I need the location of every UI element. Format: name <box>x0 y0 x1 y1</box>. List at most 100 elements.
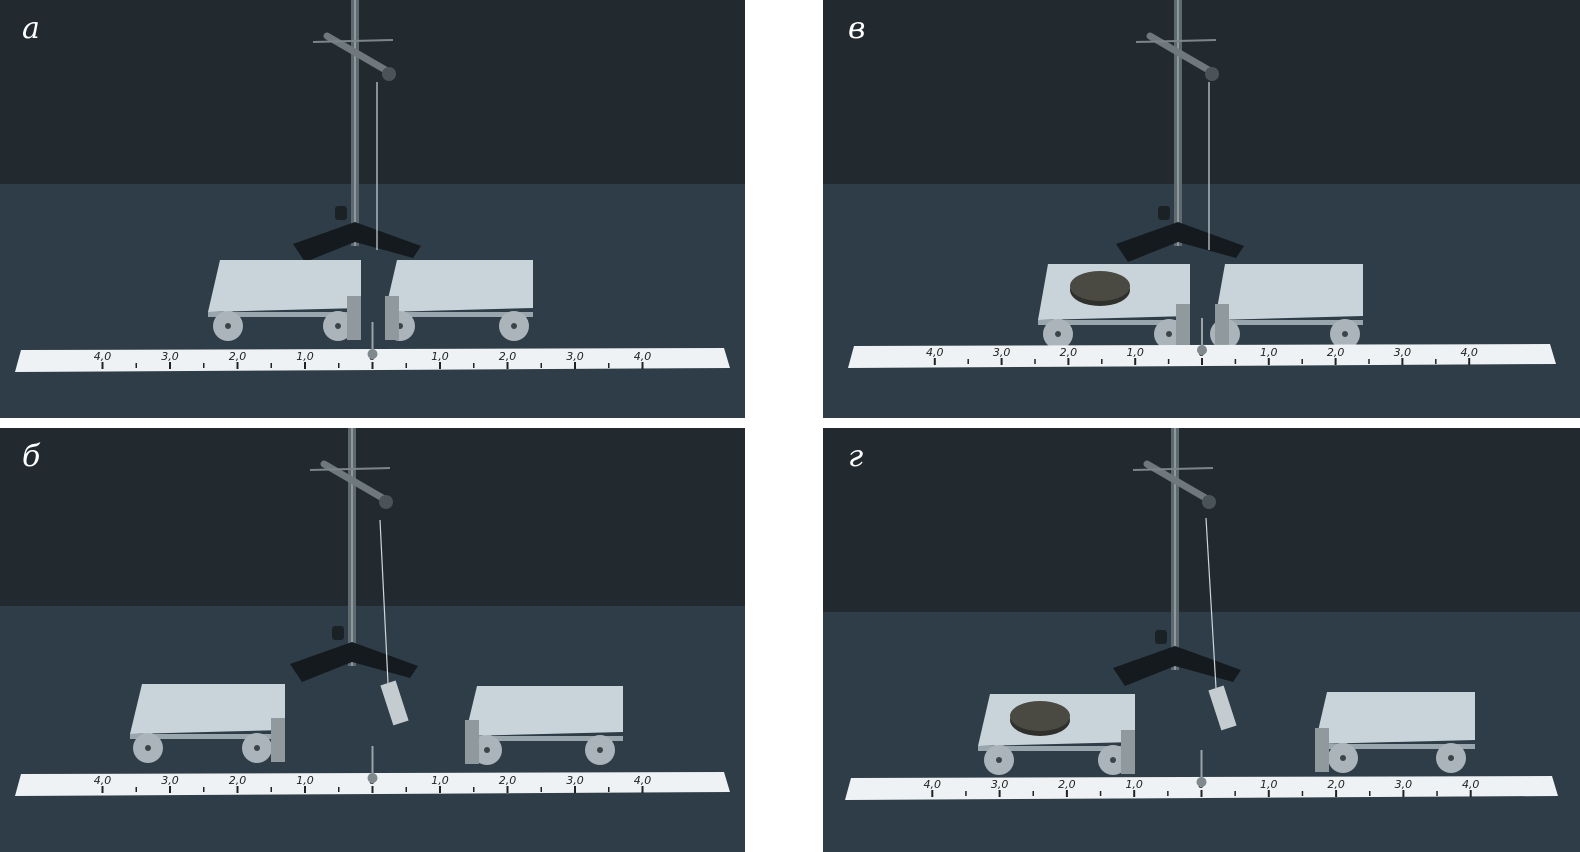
ruler-label-left: 4,0 <box>94 350 112 363</box>
ruler-bar <box>15 772 730 796</box>
ruler-label-right: 1,0 <box>431 350 449 363</box>
wheel-hub <box>225 323 231 329</box>
ruler-label-right: 4,0 <box>1460 346 1478 359</box>
cart-spring-bumper <box>347 296 361 340</box>
stand-base <box>1113 646 1241 686</box>
ruler-label-left: 1,0 <box>1125 778 1143 791</box>
stand-pole-highlight <box>1177 0 1179 246</box>
ruler-label-left: 2,0 <box>1058 778 1076 791</box>
stand-base <box>290 642 418 682</box>
stand-screw <box>1158 206 1170 220</box>
ruler-label-left: 3,0 <box>161 774 179 787</box>
clamp-bar <box>1135 39 1217 43</box>
ruler-label-left: 3,0 <box>991 778 1009 791</box>
table-surface <box>823 184 1580 418</box>
stand-screw <box>1155 630 1167 644</box>
ruler-label-right: 3,0 <box>1395 778 1413 791</box>
cart-edge <box>1038 320 1190 325</box>
clamp-knob <box>1205 67 1219 81</box>
ruler-label-left: 2,0 <box>229 350 247 363</box>
table-surface <box>0 606 745 852</box>
ruler-label-right: 3,0 <box>566 774 584 787</box>
ruler-bar <box>848 344 1556 368</box>
cart-top <box>1315 692 1475 744</box>
scene-g: 4,03,02,01,001,02,03,04,0 <box>823 428 1580 852</box>
wheel-hub <box>254 745 260 751</box>
ruler-label-left: 2,0 <box>229 774 247 787</box>
ruler-label-right: 1,0 <box>431 774 449 787</box>
clamp-knob <box>1202 495 1216 509</box>
cart-spring-bumper <box>1215 304 1229 348</box>
photo-panel-b: 4,03,02,01,001,02,03,04,0 б <box>0 428 745 852</box>
panel-label-v: в <box>848 11 866 46</box>
cart-edge <box>465 736 623 741</box>
cart-right <box>385 260 533 341</box>
cart-right <box>1210 264 1363 349</box>
panel-label-g: г <box>848 439 864 474</box>
backdrop <box>0 0 745 184</box>
cart-top <box>465 686 623 736</box>
center-pin-base <box>367 773 378 783</box>
photo-panel-a: 4,03,02,01,001,02,03,04,0 а <box>0 0 745 418</box>
stand-screw <box>335 206 347 220</box>
wheel-hub <box>145 745 151 751</box>
cart-edge <box>1315 744 1475 749</box>
cart-right <box>465 686 623 765</box>
pendulum-plate <box>380 680 409 726</box>
stand-screw <box>332 626 344 640</box>
stand-pole-highlight <box>1174 428 1176 670</box>
center-pin-base <box>367 349 378 359</box>
cart-spring-bumper <box>385 296 399 340</box>
thread <box>379 519 389 684</box>
scene-b: 4,03,02,01,001,02,03,04,0 <box>0 428 745 852</box>
clamp-knob <box>379 495 393 509</box>
backdrop <box>823 428 1580 612</box>
ruler-label-right: 3,0 <box>1394 346 1412 359</box>
cart-left <box>208 260 361 341</box>
ruler-label-left: 4,0 <box>924 778 942 791</box>
ruler-label-right: 4,0 <box>1462 778 1480 791</box>
cart-edge <box>978 746 1135 751</box>
scene-a: 4,03,02,01,001,02,03,04,0 <box>0 0 745 418</box>
wheel-hub <box>996 757 1002 763</box>
clamp-bar <box>312 39 394 43</box>
cart-top <box>208 260 361 312</box>
ruler: 4,03,02,01,001,02,03,04,0 <box>845 776 1558 800</box>
ruler-label-left: 1,0 <box>1126 346 1144 359</box>
clamp-bar <box>1132 467 1214 471</box>
wheel-hub <box>1110 757 1116 763</box>
wheel-hub <box>484 747 490 753</box>
disc-weight-icon <box>1010 701 1070 731</box>
ruler-bar <box>845 776 1558 800</box>
wheel-hub <box>597 747 603 753</box>
pendulum-plate <box>1208 685 1237 731</box>
clamp-knob <box>382 67 396 81</box>
stand-pole-highlight <box>354 0 356 246</box>
backdrop <box>0 428 745 606</box>
ruler: 4,03,02,01,001,02,03,04,0 <box>15 772 730 796</box>
disc-weight-icon <box>1070 271 1130 301</box>
cart-edge <box>208 312 361 317</box>
wheel-hub <box>1340 755 1346 761</box>
ruler-label-left: 1,0 <box>296 350 314 363</box>
ruler-label-right: 4,0 <box>634 774 652 787</box>
cart-spring-bumper <box>271 718 285 762</box>
cart-right <box>1315 692 1475 773</box>
ruler-label-left: 2,0 <box>1060 346 1078 359</box>
cart-spring-bumper <box>1121 730 1135 774</box>
stand-pole-highlight <box>351 428 353 666</box>
stand-base <box>1116 222 1244 262</box>
cart-top <box>130 684 285 734</box>
panel-label-a: а <box>22 11 40 46</box>
wheel-hub <box>1166 331 1172 337</box>
ruler-label-left: 3,0 <box>161 350 179 363</box>
center-pin-base <box>1197 345 1207 355</box>
ruler: 4,03,02,01,001,02,03,04,0 <box>15 348 730 372</box>
ruler-label-right: 2,0 <box>499 774 517 787</box>
wheel-hub <box>1342 331 1348 337</box>
cart-left <box>130 684 285 763</box>
ruler-label-right: 1,0 <box>1260 346 1278 359</box>
backdrop <box>823 0 1580 184</box>
stand-base <box>293 222 421 262</box>
cart-edge <box>1215 320 1363 325</box>
